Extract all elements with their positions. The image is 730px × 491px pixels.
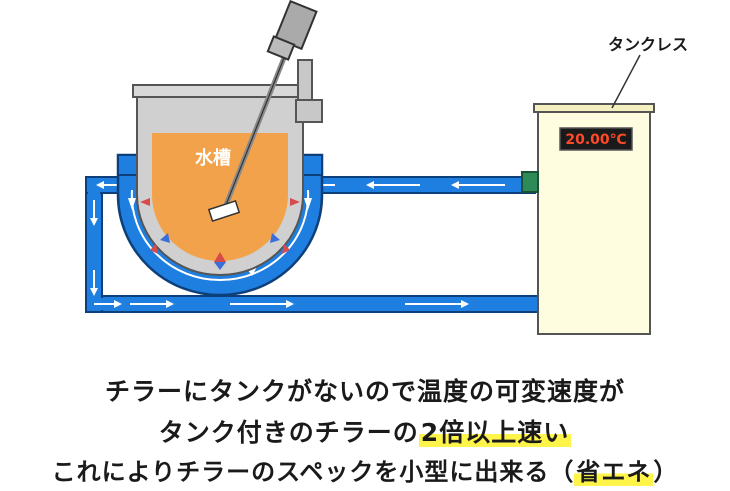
- agitator: [207, 0, 323, 222]
- heat-transfer-arrows: [140, 198, 300, 270]
- tank-liquid: [152, 133, 288, 261]
- caption-line-2: タンク付きのチラーの2倍以上速い: [0, 413, 730, 449]
- chiller-unit: 20.00℃: [521, 103, 655, 335]
- label-leader-line: [611, 54, 641, 109]
- caption-highlight-speed: 2倍以上速い: [418, 418, 572, 447]
- display-value: 20.00℃: [565, 132, 626, 148]
- tank-label: 水槽: [195, 147, 231, 169]
- caption-highlight-energy: 省エネ: [574, 458, 654, 486]
- caption-line-3-prefix: これによりチラーのスペックを小型に出来る（: [51, 458, 575, 486]
- chiller-label: タンクレス: [608, 35, 688, 54]
- caption-line-3-suffix: ）: [653, 458, 679, 486]
- caption-line-2-prefix: タンク付きのチラーの: [158, 418, 419, 447]
- chiller-connector: [521, 171, 539, 193]
- temperature-display: [559, 127, 633, 151]
- tankless-chiller-diagram: 20.00℃ タンクレス 水槽: [85, 0, 688, 335]
- caption-line-3: これによりチラーのスペックを小型に出来る（省エネ）: [0, 452, 730, 487]
- caption-line-1: チラーにタンクがないので温度の可変速度が: [104, 377, 625, 406]
- tank-vessel: [132, 84, 308, 276]
